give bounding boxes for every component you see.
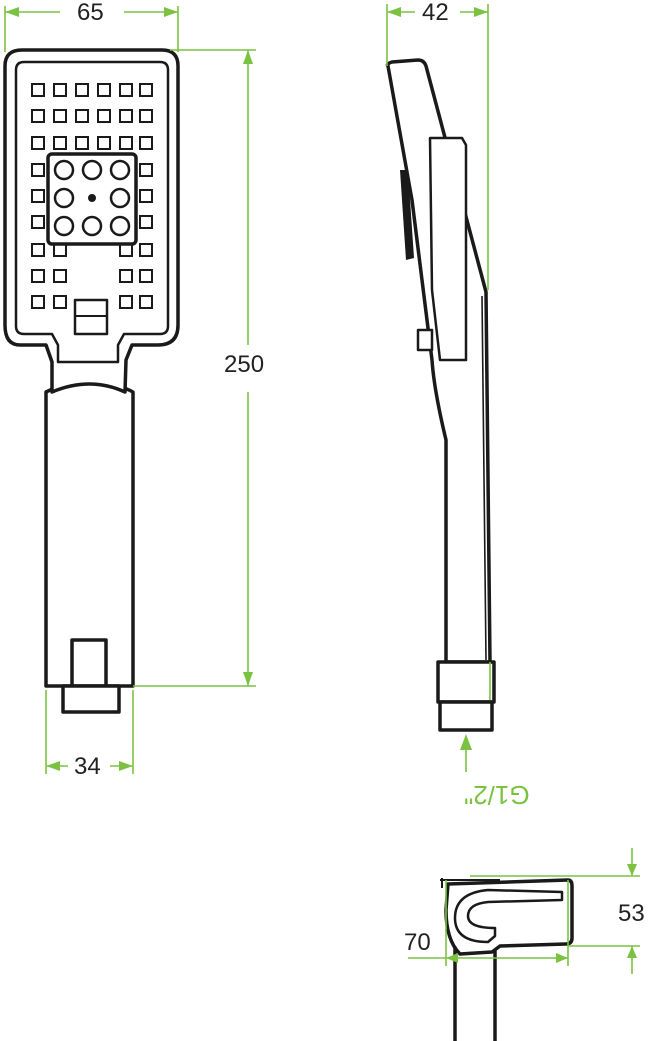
square-nozzle: [139, 243, 153, 257]
front-view: [3, 48, 180, 714]
holder-hook: [453, 888, 564, 944]
holder-hose: [453, 938, 497, 1041]
wall-holder: [440, 878, 574, 1041]
square-nozzle: [119, 136, 133, 150]
round-nozzle: [109, 215, 131, 237]
round-nozzle: [53, 159, 75, 181]
square-nozzle: [53, 109, 67, 123]
square-nozzle: [31, 269, 45, 283]
dim-side-depth: [386, 4, 489, 290]
square-nozzle: [119, 109, 133, 123]
square-nozzle: [119, 83, 133, 97]
square-nozzle: [119, 269, 133, 283]
label-total-length: 250: [224, 351, 265, 378]
square-nozzle: [31, 215, 45, 229]
round-nozzle: [81, 159, 103, 181]
label-head-width: 65: [77, 0, 104, 26]
dim-head-width: [4, 6, 179, 52]
round-nozzle: [53, 187, 75, 209]
dim-holder-depth: [408, 880, 569, 966]
front-connector: [70, 638, 108, 688]
square-nozzle: [31, 83, 45, 97]
label-side-depth: 42: [422, 0, 449, 26]
side-body: [385, 58, 492, 664]
label-holder-depth: 70: [404, 929, 431, 956]
thread-size-label: G1/2": [464, 780, 530, 810]
square-nozzle: [31, 163, 45, 177]
square-nozzle: [139, 215, 153, 229]
square-nozzle: [139, 109, 153, 123]
square-nozzle: [139, 163, 153, 177]
square-nozzle: [53, 295, 67, 309]
side-connector: [436, 660, 496, 704]
side-view: [385, 58, 496, 732]
label-holder-height: 53: [618, 900, 645, 927]
square-nozzle: [31, 295, 45, 309]
dim-holder-height: [470, 848, 640, 974]
label-handle-width: 34: [74, 753, 101, 780]
side-hose-nut: [438, 700, 494, 732]
round-nozzle: [109, 187, 131, 209]
square-nozzle: [97, 83, 111, 97]
side-face-plate: [428, 136, 468, 362]
square-nozzle: [31, 109, 45, 123]
square-nozzle: [97, 109, 111, 123]
side-selector: [416, 328, 434, 352]
side-inner-line: [481, 295, 487, 661]
square-nozzle: [31, 243, 45, 257]
square-nozzle: [75, 83, 89, 97]
square-nozzle: [53, 136, 67, 150]
square-nozzle: [31, 136, 45, 150]
square-nozzle: [139, 189, 153, 203]
dim-handle-width: [45, 690, 134, 774]
square-nozzle: [139, 83, 153, 97]
front-hose-nut: [61, 684, 121, 714]
square-nozzle: [139, 269, 153, 283]
nozzle-grid: [31, 83, 153, 309]
square-nozzle: [31, 189, 45, 203]
round-nozzle: [53, 215, 75, 237]
round-nozzle: [109, 159, 131, 181]
dim-total-length: [133, 49, 256, 687]
side-front-strip: [400, 170, 414, 260]
center-dot: [88, 194, 96, 202]
square-nozzle: [139, 136, 153, 150]
square-nozzle: [75, 136, 89, 150]
round-nozzle: [81, 215, 103, 237]
square-nozzle: [119, 295, 133, 309]
thread-callout-arrow: [460, 734, 472, 772]
square-nozzle: [53, 83, 67, 97]
round-nozzles: [53, 159, 131, 237]
square-nozzle: [97, 136, 111, 150]
square-nozzle: [53, 269, 67, 283]
square-nozzle: [139, 295, 153, 309]
square-nozzle: [75, 109, 89, 123]
